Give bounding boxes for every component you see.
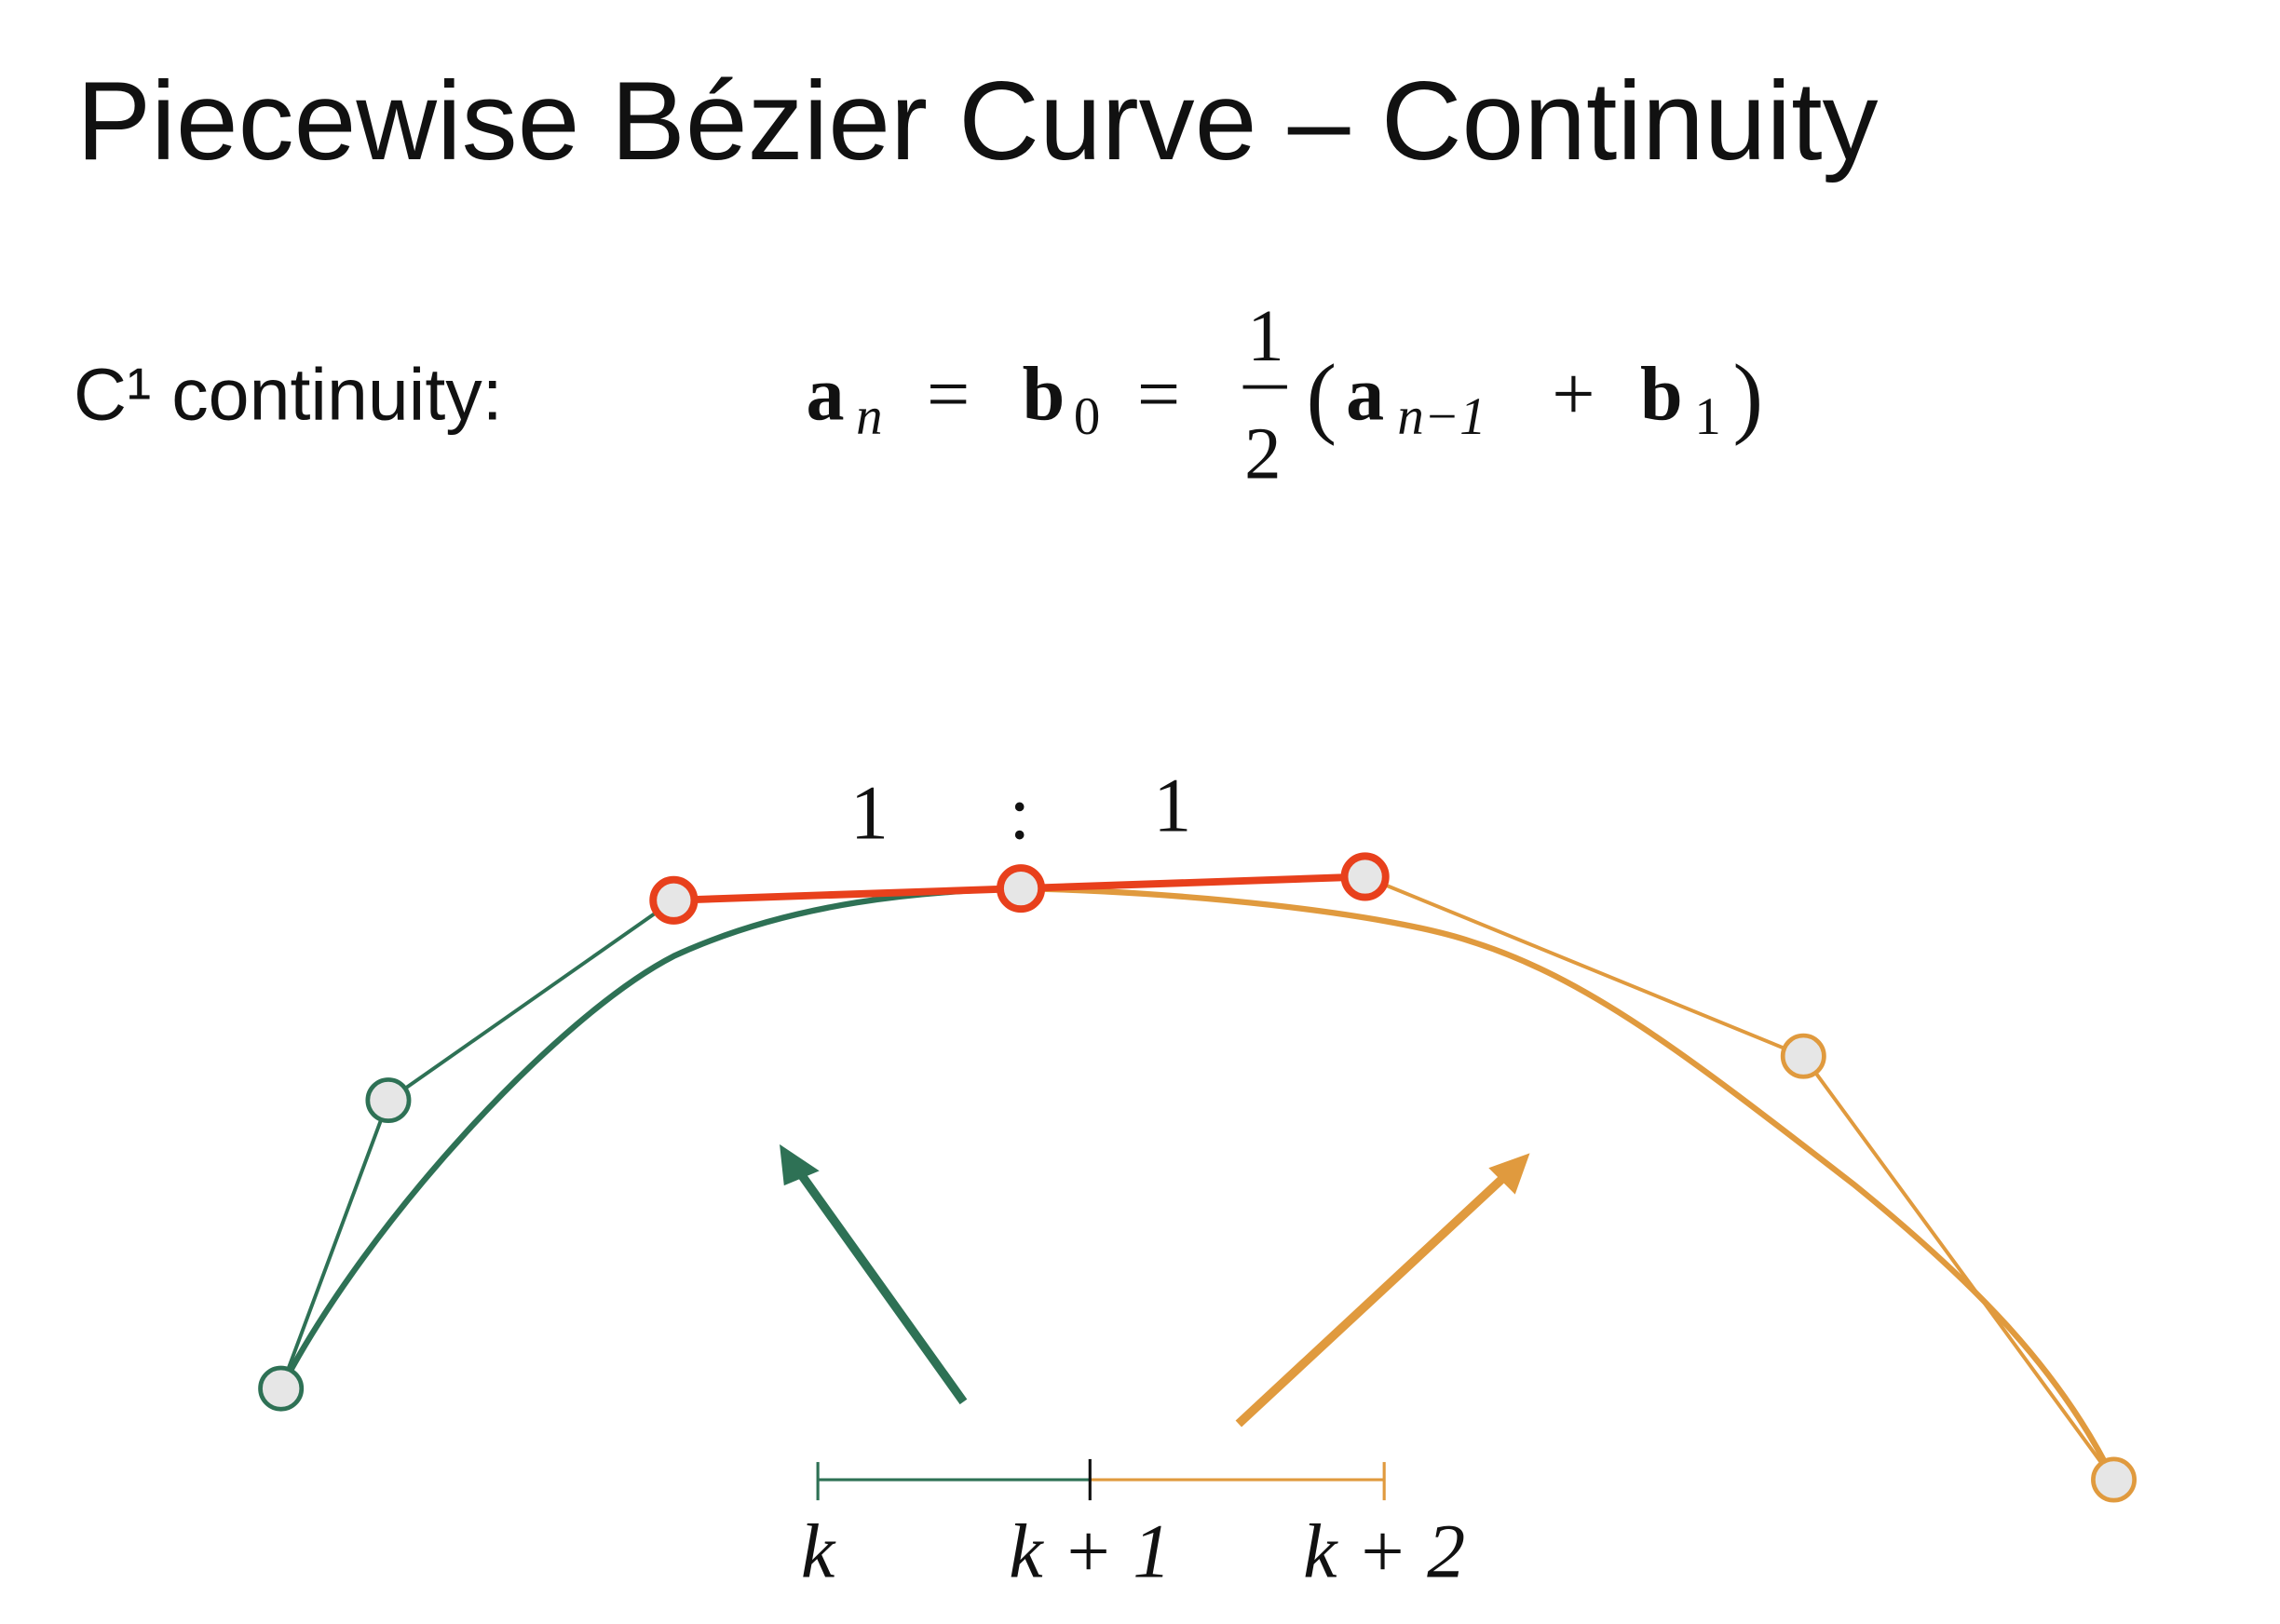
control-point-green-0 (258, 1365, 305, 1412)
control-point-junction (997, 864, 1046, 914)
ratio-right: 1 (1153, 764, 1191, 848)
slide-title: Piecewise Bézier Curve – Continuity (76, 59, 1878, 183)
eq-zero: 0 (1074, 387, 1100, 446)
frac-denominator: 2 (1244, 413, 1281, 494)
condition-label: C¹ continuity: (74, 353, 503, 435)
eq-b: b (1023, 351, 1065, 436)
control-point-b1 (1340, 852, 1390, 901)
eq-equals-2: = (1137, 351, 1180, 436)
eq-b2: b (1640, 351, 1683, 436)
label-k-plus-1: k + 1 (1009, 1509, 1171, 1593)
orange-control-polygon (1364, 874, 2116, 1482)
control-point-orange-2 (1780, 1033, 1826, 1079)
eq-equals-1: = (927, 351, 970, 436)
orange-bezier-segment (1021, 885, 2117, 1482)
eq-a: a (806, 351, 844, 436)
control-point-orange-3 (2091, 1456, 2138, 1503)
eq-rparen: ) (1732, 346, 1763, 447)
eq-n: n (856, 387, 882, 446)
orange-arrow (1235, 1153, 1530, 1428)
ratio-left: 1 (850, 770, 889, 855)
ratio-separator: : (1009, 770, 1030, 855)
label-k: k (801, 1509, 836, 1593)
green-arrow (780, 1144, 968, 1405)
label-k-plus-2: k + 2 (1303, 1509, 1465, 1593)
control-point-a-n-minus-1 (649, 875, 699, 925)
parameter-timeline: k k + 1 k + 2 (801, 1458, 1465, 1593)
eq-a2: a (1346, 351, 1384, 436)
frac-numerator: 1 (1247, 296, 1283, 377)
eq-lparen: ( (1306, 346, 1337, 447)
green-bezier-segment (278, 885, 1022, 1390)
green-control-polygon (278, 899, 675, 1389)
eq-n-minus-1: n−1 (1397, 387, 1486, 446)
ratio-label: 1 : 1 (850, 764, 1191, 856)
equation: a n = b 0 = 1 2 ( a n−1 + b 1 ) (806, 296, 1763, 494)
control-point-green-1 (365, 1077, 412, 1124)
eq-one: 1 (1694, 387, 1720, 446)
eq-plus: + (1552, 351, 1595, 436)
